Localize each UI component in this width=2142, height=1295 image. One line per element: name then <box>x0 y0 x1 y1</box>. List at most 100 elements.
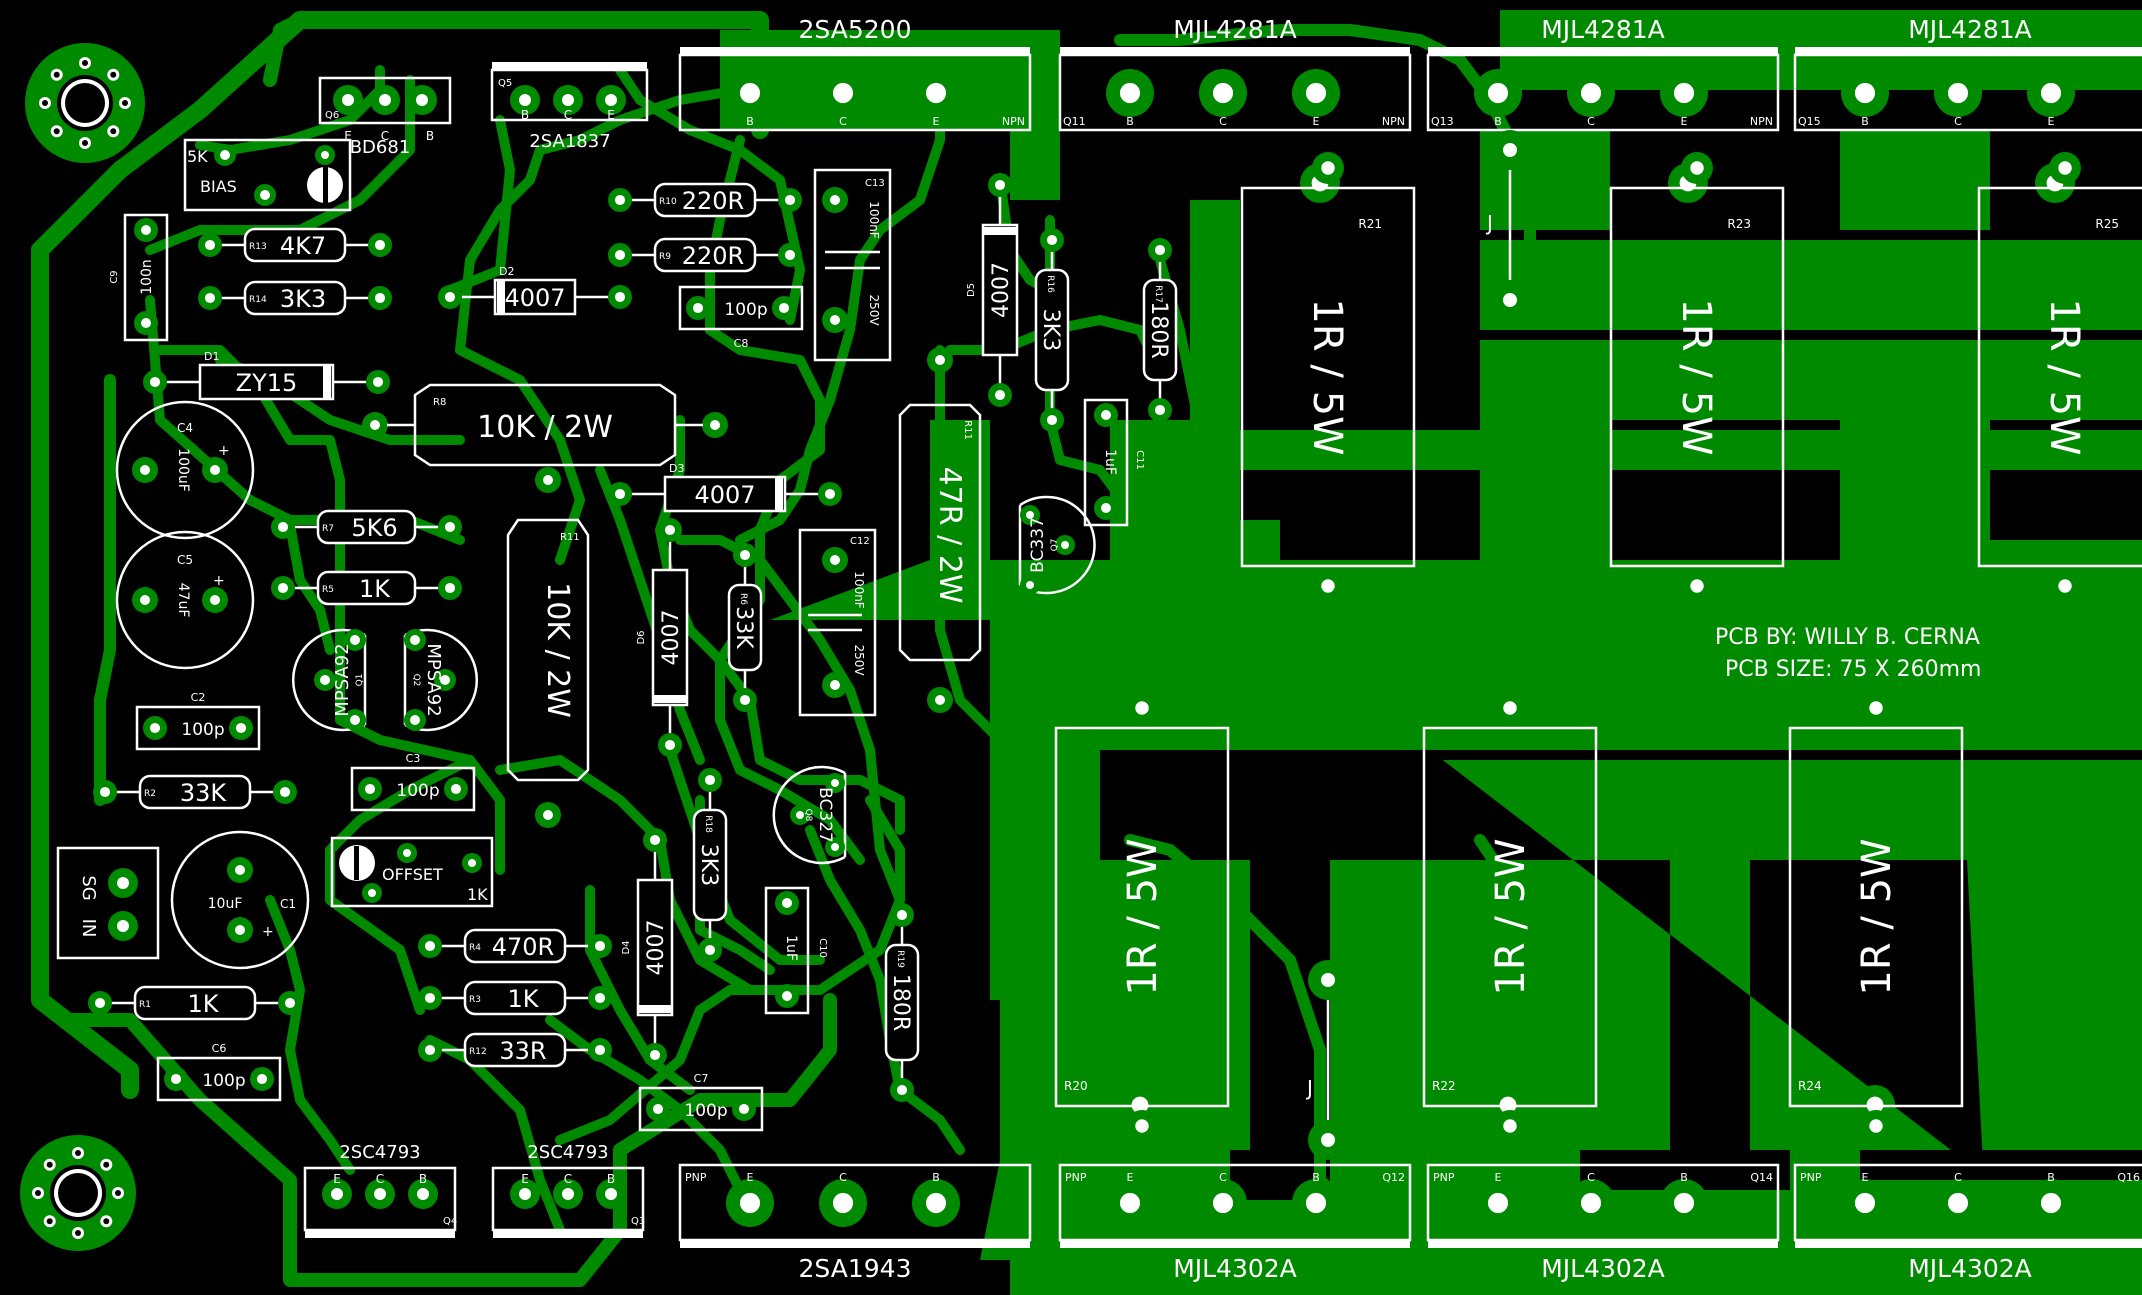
pin-label: B <box>1680 1171 1688 1184</box>
pin-label: E <box>1862 1171 1869 1184</box>
svg-text:100nF: 100nF <box>852 571 866 609</box>
svg-text:R10: R10 <box>659 197 677 207</box>
mounting-hole-dots <box>32 57 131 1239</box>
svg-text:Q14: Q14 <box>1750 1171 1773 1184</box>
svg-text:PNP: PNP <box>1433 1171 1455 1184</box>
svg-text:R19: R19 <box>895 950 905 968</box>
pin-label: C <box>1219 1171 1227 1184</box>
input-connector: SG IN <box>56 846 160 960</box>
transistor-part-label: MJL4302A <box>1541 1254 1665 1283</box>
svg-text:NPN: NPN <box>1382 115 1405 128</box>
svg-text:E: E <box>333 1172 341 1186</box>
svg-text:R22: R22 <box>1432 1079 1456 1093</box>
svg-text:100uF: 100uF <box>175 448 191 492</box>
pin-label: E <box>1313 115 1320 128</box>
pin-label: B <box>1861 115 1869 128</box>
svg-text:5K6: 5K6 <box>351 514 397 542</box>
svg-text:100p: 100p <box>181 720 224 740</box>
svg-text:E: E <box>344 129 352 143</box>
r11-47r-2w: R11 47R / 2W <box>898 347 982 713</box>
svg-text:100nF: 100nF <box>867 201 881 239</box>
c4-electrolytic: C4 100uF + <box>115 400 255 540</box>
jumper-top: J <box>1485 130 1530 320</box>
svg-text:R8: R8 <box>433 397 446 408</box>
svg-text:4K7: 4K7 <box>280 232 326 260</box>
svg-text:R11: R11 <box>962 420 973 440</box>
svg-text:C12: C12 <box>850 536 870 547</box>
svg-text:33K: 33K <box>180 779 228 807</box>
svg-text:Q7: Q7 <box>1050 539 1060 552</box>
svg-text:MPSA92: MPSA92 <box>332 643 353 716</box>
board-gaps <box>1100 230 2142 1190</box>
svg-text:C: C <box>564 108 572 122</box>
svg-text:5K: 5K <box>187 147 208 166</box>
q6-bd681: Q6 E C B BD681 <box>318 76 452 158</box>
svg-text:E: E <box>607 108 615 122</box>
svg-text:R16: R16 <box>1045 275 1055 293</box>
pin-label: B <box>2047 1171 2055 1184</box>
svg-text:Q2: Q2 <box>411 674 421 687</box>
q5-2sa1837: Q5 B C E 2SA1837 <box>490 62 649 152</box>
svg-text:1R / 5W: 1R / 5W <box>1304 298 1350 455</box>
svg-text:1uF: 1uF <box>1102 449 1118 475</box>
svg-text:IN: IN <box>78 919 99 938</box>
transistor-part-label: MJL4281A <box>1908 15 2032 44</box>
svg-text:220R: 220R <box>682 242 744 270</box>
svg-text:470R: 470R <box>492 933 554 961</box>
q2-mpsa92: MPSA92 Q2 <box>403 628 478 732</box>
q3-2sc4793: 2SC4793 E C B Q3 <box>491 1142 645 1238</box>
svg-text:D6: D6 <box>636 630 647 644</box>
svg-text:R20: R20 <box>1064 1079 1088 1093</box>
pin-label: B <box>1126 115 1134 128</box>
svg-text:4007: 4007 <box>504 284 565 312</box>
svg-text:NPN: NPN <box>1750 115 1773 128</box>
svg-text:R3: R3 <box>469 995 481 1005</box>
svg-text:+: + <box>218 443 230 459</box>
q1-mpsa92: MPSA92 Q1 <box>292 628 367 732</box>
svg-text:R4: R4 <box>469 943 481 953</box>
svg-text:R21: R21 <box>1358 217 1382 231</box>
svg-text:1R / 5W: 1R / 5W <box>2041 298 2087 455</box>
svg-text:250V: 250V <box>867 294 881 326</box>
transistor-part-label: 2SA1943 <box>799 1254 912 1283</box>
q4-2sc4793: 2SC4793 E C B Q4 <box>303 1142 457 1238</box>
svg-text:B: B <box>521 108 529 122</box>
svg-text:BD681: BD681 <box>350 137 411 158</box>
c10-cap: 1uF C10 <box>764 886 828 1015</box>
jumper-bottom: J <box>1305 960 1348 1160</box>
svg-text:2SC4793: 2SC4793 <box>339 1142 420 1163</box>
svg-text:2SC4793: 2SC4793 <box>527 1142 608 1163</box>
svg-text:R11: R11 <box>560 532 580 543</box>
pin-label: B <box>1312 1171 1320 1184</box>
svg-text:B: B <box>426 129 434 143</box>
svg-text:Q5: Q5 <box>498 78 512 89</box>
c1-electrolytic: 10uF C1 + <box>170 830 310 970</box>
pin-label: C <box>1587 1171 1595 1184</box>
svg-text:1R / 5W: 1R / 5W <box>1120 838 1166 995</box>
svg-text:C4: C4 <box>177 421 193 435</box>
r11-10k-2w: R11 10K / 2W <box>506 467 590 828</box>
svg-text:Q16: Q16 <box>2117 1171 2140 1184</box>
